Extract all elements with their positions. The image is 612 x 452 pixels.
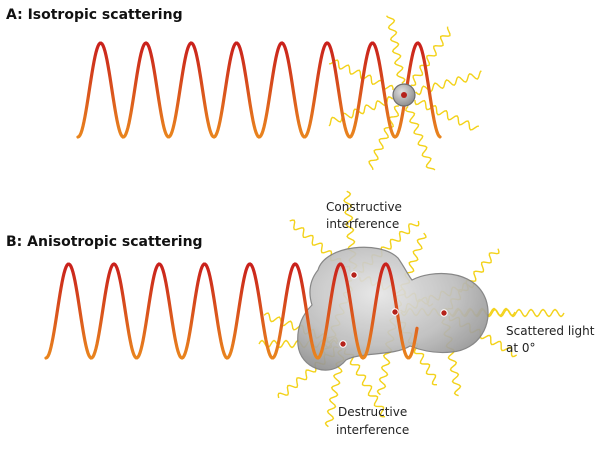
scattering-center-icon: [340, 341, 346, 347]
constructive-label-line2: interference: [326, 217, 399, 231]
scattered-ray-0: [387, 16, 405, 83]
scattered-light-label-line1: Scattered light: [506, 324, 595, 338]
scattered-ray-3: [415, 100, 479, 130]
destructive-label-line2: interference: [336, 423, 409, 437]
panel-a-title: A: Isotropic scattering: [6, 7, 183, 23]
scattered-light-label-line2: at 0°: [506, 341, 536, 355]
large-particle: [298, 247, 488, 370]
panel-a-incident-wave: [78, 43, 440, 137]
constructive-label-line1: Constructive: [326, 200, 402, 214]
scattered-ray-4: [406, 106, 435, 170]
scattering-center-icon: [392, 309, 398, 315]
scattering-center-icon: [401, 92, 407, 98]
scattering-center-icon: [441, 310, 447, 316]
panel-b-title: B: Anisotropic scattering: [6, 234, 203, 250]
destructive-label-line1: Destructive: [338, 405, 407, 419]
scattering-center-icon: [351, 272, 357, 278]
scattered-ray-1: [411, 27, 450, 86]
particle-cluster-icon: [298, 247, 488, 370]
